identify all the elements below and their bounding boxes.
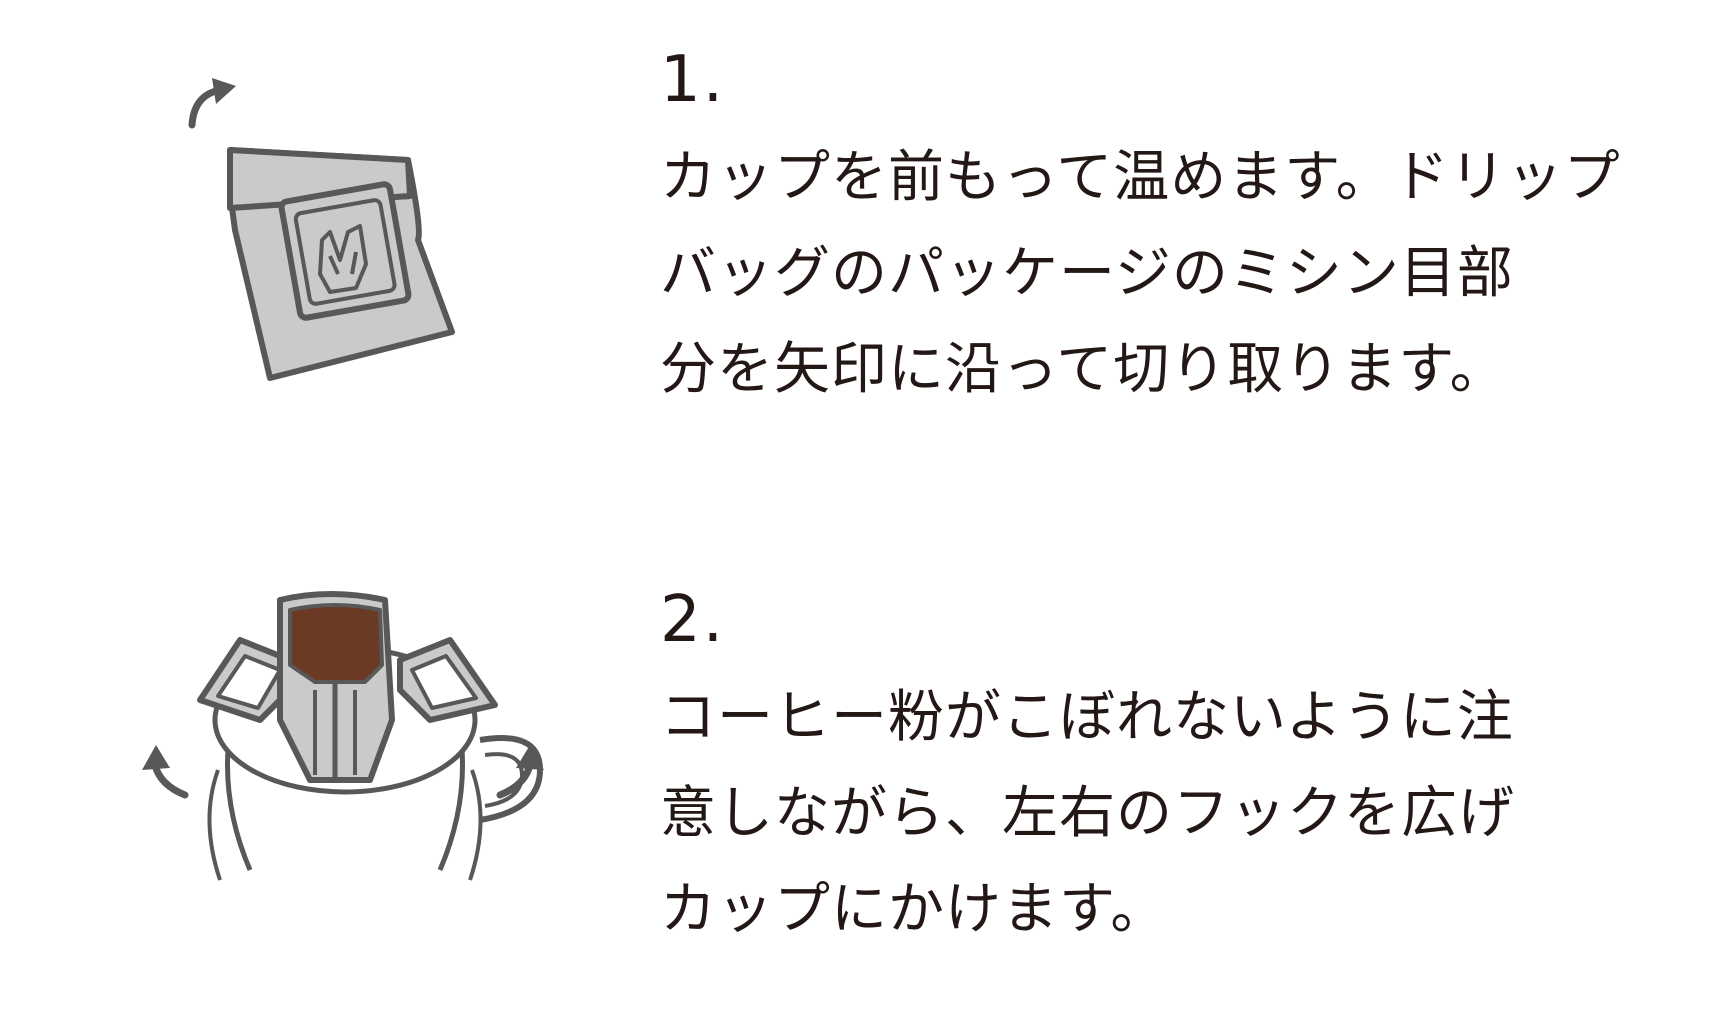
- drip-bag-package-tear-icon: [170, 60, 520, 430]
- left-spread-arrow-icon: [142, 745, 189, 799]
- step-number: 1.: [660, 43, 726, 117]
- step-text-line: カップにかけます。: [660, 877, 1168, 942]
- step-text-line: 分を矢印に沿って切り取ります。: [660, 337, 1507, 402]
- step-text-line: コーヒー粉がこぼれないように注: [660, 685, 1514, 750]
- step-2-text: 2. コーヒー粉がこぼれないように注 意しながら、左右のフックを広げ カップにか…: [660, 570, 1660, 958]
- step-number: 2.: [660, 583, 726, 657]
- step-text-line: バッグのパッケージのミシン目部: [660, 241, 1514, 306]
- step-text-line: カップを前もって温めます。ドリップ: [660, 145, 1621, 210]
- step-1-text: 1. カップを前もって温めます。ドリップ バッグのパッケージのミシン目部 分を矢…: [660, 30, 1660, 418]
- drip-bag-on-cup-icon: [130, 570, 610, 900]
- right-spread-arrow-icon: [496, 745, 544, 799]
- step-2: 2. コーヒー粉がこぼれないように注 意しながら、左右のフックを広げ カップにか…: [0, 530, 1711, 1016]
- step-1: 1. カップを前もって温めます。ドリップ バッグのパッケージのミシン目部 分を矢…: [0, 0, 1711, 500]
- tear-direction-arrow-icon: [188, 78, 236, 129]
- step-text-line: 意しながら、左右のフックを広げ: [660, 781, 1515, 846]
